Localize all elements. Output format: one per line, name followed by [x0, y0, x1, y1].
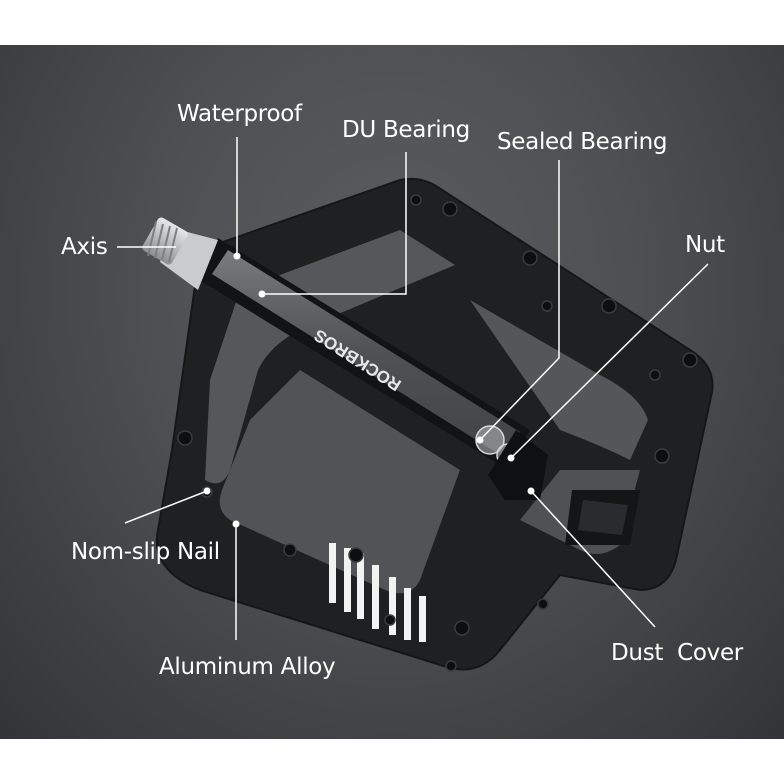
leader-du-bearing	[262, 152, 407, 295]
axle-thread	[142, 217, 188, 265]
top-white-margin	[0, 0, 784, 45]
leader-sealed-bearing	[479, 160, 560, 441]
reflector-stripes	[329, 543, 426, 642]
label-nut: Nut	[685, 232, 725, 258]
leader-dust-cover	[530, 490, 656, 628]
leader-non-slip-nail	[124, 490, 208, 524]
callout-lines	[117, 137, 709, 640]
label-waterproof: Waterproof	[177, 101, 302, 127]
leader-nut	[510, 263, 709, 459]
callout-dots	[203, 252, 535, 528]
bottom-white-margin	[0, 739, 784, 784]
label-du-bearing: DU Bearing	[342, 117, 470, 143]
traction-pins	[177, 194, 698, 672]
label-axis: Axis	[61, 234, 108, 260]
label-dust-cover: Dust Cover	[611, 640, 743, 666]
label-sealed-bearing: Sealed Bearing	[497, 129, 668, 155]
label-non-slip-nail: Nom-slip Nail	[71, 539, 220, 565]
label-aluminum-alloy: Aluminum Alloy	[159, 654, 336, 680]
crank-collar	[565, 490, 640, 545]
